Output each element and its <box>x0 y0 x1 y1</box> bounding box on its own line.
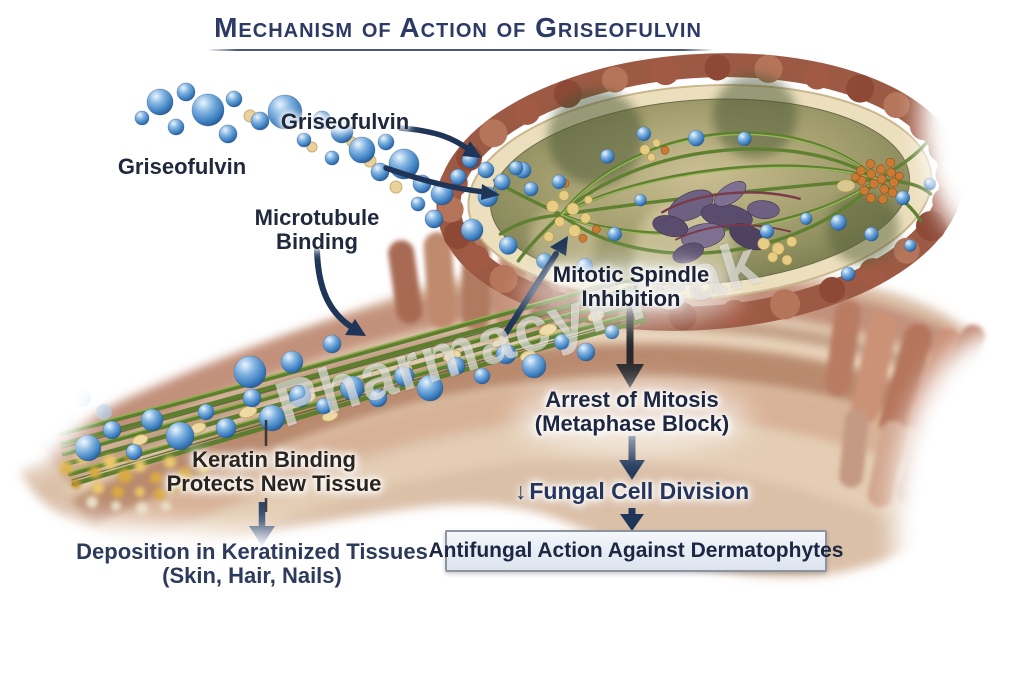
label-griseofulvin-top: Griseofulvin <box>280 109 410 134</box>
label-griseofulvin-left: Griseofulvin <box>117 154 247 179</box>
outcome-box-label: Antifungal Action Against Dermatophytes <box>428 539 844 562</box>
down-arrow-navy-2-icon <box>620 508 644 531</box>
label-line: Microtubule <box>254 205 380 230</box>
title-underline <box>207 49 713 51</box>
label-decreased-fungal-cell-division: ↓Fungal Cell Division <box>515 479 749 504</box>
curved-arrow-bottom-icon <box>383 165 500 200</box>
decrease-arrow-icon: ↓ <box>514 478 527 504</box>
label-arrest-of-mitosis: Arrest of Mitosis (Metaphase Block) <box>535 388 729 436</box>
label-deposition: Deposition in Keratinized Tissues (Skin,… <box>76 540 428 588</box>
label-line: Mitotic Spindle <box>552 262 710 287</box>
label-line: Inhibition <box>581 285 681 311</box>
spindle-pole-clusters <box>543 138 904 266</box>
label-line: Fungal Cell Division <box>529 478 750 504</box>
label-line: Deposition in Keratinized Tissues <box>76 539 428 564</box>
chromosomes <box>652 181 802 264</box>
label-line: (Metaphase Block) <box>534 410 730 436</box>
outcome-box: Antifungal Action Against Dermatophytes <box>429 530 843 572</box>
label-line: Binding <box>276 228 358 254</box>
griseofulvin-on-bundle <box>40 324 620 462</box>
cell-membrane <box>436 53 964 331</box>
label-keratin-binding: Keratin Binding Protects New Tissue <box>167 448 382 496</box>
curved-arrow-top-icon <box>397 125 482 158</box>
label-mitotic-spindle-inhibition: Mitotic Spindle Inhibition <box>553 263 709 311</box>
label-line: Protects New Tissue <box>166 470 382 496</box>
label-line: (Skin, Hair, Nails) <box>162 562 342 588</box>
label-line: Arrest of Mitosis <box>545 387 719 412</box>
page-title: Mechanism of Action of Griseofulvin <box>214 12 702 43</box>
label-microtubule-binding: Microtubule Binding <box>255 206 380 254</box>
label-line: Keratin Binding <box>192 447 356 472</box>
microtubule-binding-arrow-icon <box>314 247 366 336</box>
